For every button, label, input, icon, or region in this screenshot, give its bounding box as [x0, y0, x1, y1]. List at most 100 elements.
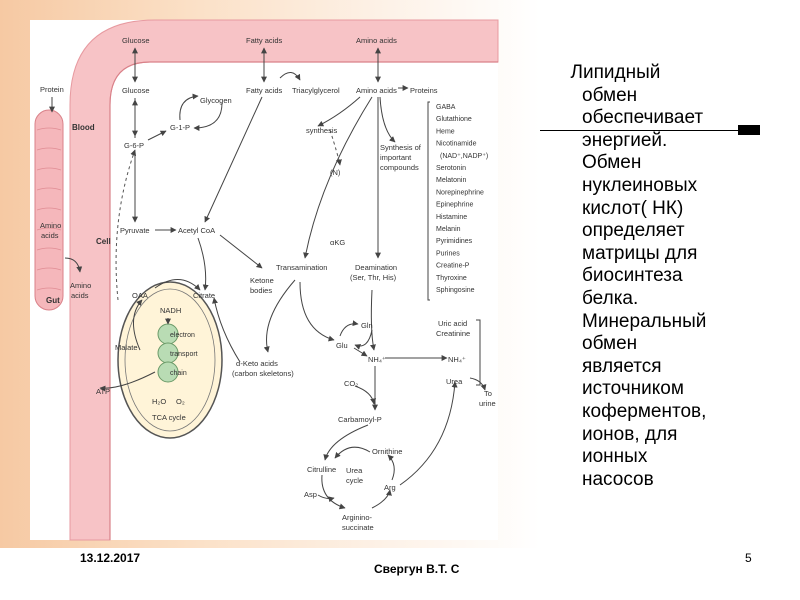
label-glucose-top: Glucose [122, 36, 150, 45]
label-creatinine: Creatinine [436, 329, 470, 338]
label-protein: Protein [40, 85, 64, 94]
compound-item: Epinephrine [436, 202, 473, 209]
compound-item: Thyroxine [436, 275, 467, 282]
metabolism-diagram: Protein Blood Amino acids Gut Amino acid… [34, 19, 499, 541]
side-text-line: является [582, 355, 662, 377]
label-urea-cycle-1: Urea [346, 466, 363, 475]
side-text-line: кислот( НК) [582, 197, 684, 219]
label-arginino-1: Arginino- [342, 513, 373, 522]
side-text-line: Липидный [560, 62, 661, 83]
label-arg: Arg [384, 483, 396, 492]
label-keto-2: (carbon skeletons) [232, 369, 294, 378]
label-o2: O₂ [176, 397, 185, 406]
label-glucose: Glucose [122, 86, 150, 95]
compound-item: Melanin [436, 226, 461, 233]
side-text-line: энергией. [582, 129, 668, 151]
label-amino-blood-2: acids [71, 291, 89, 300]
cell-membrane-line [109, 61, 498, 540]
label-uric-acid: Uric acid [438, 319, 467, 328]
compound-item: Creatine-P [436, 263, 470, 270]
label-fatty-top: Fatty acids [246, 36, 283, 45]
label-pyruvate: Pyruvate [120, 226, 150, 235]
label-tca: TCA cycle [152, 413, 186, 422]
compound-list: GABAGlutathioneHemeNicotinamide(NAD⁺,NAD… [436, 104, 488, 294]
pathway-arrows [49, 47, 487, 510]
label-cell: Cell [96, 237, 111, 246]
compound-bracket [427, 101, 430, 301]
compound-item: Sphingosine [436, 287, 475, 294]
compound-item: Norepinephrine [436, 189, 484, 196]
label-glu: Glu [336, 341, 348, 350]
label-amino-top: Amino acids [356, 36, 397, 45]
label-synth-important-1: Synthesis of [380, 143, 422, 152]
label-acetyl-coa: Acetyl CoA [178, 226, 215, 235]
label-nh4-1: NH₄⁺ [368, 355, 386, 364]
label-arginino-2: succinate [342, 523, 374, 532]
page-number: 5 [745, 551, 752, 565]
label-g6p: G-6-P [124, 141, 144, 150]
side-text-line: обмен [582, 84, 638, 106]
compound-item: Nicotinamide [436, 141, 477, 148]
compound-item: Pyrimidines [436, 238, 473, 245]
compound-item: Heme [436, 128, 455, 135]
label-citrulline: Citrulline [307, 465, 336, 474]
label-nadh: NADH [160, 306, 181, 315]
footer-author: Свергун В.Т. С [374, 562, 460, 576]
label-chain: chain [170, 370, 187, 377]
label-gln: Gln [361, 321, 373, 330]
label-to-urine-1: To [484, 389, 492, 398]
label-ornithine: Ornithine [372, 447, 402, 456]
label-malate: Malate [115, 343, 138, 352]
side-text-line: обмен [582, 333, 638, 355]
label-carbamoyl: Carbamoyl-P [338, 415, 382, 424]
side-text-line: источником [582, 378, 684, 400]
label-blood: Blood [72, 123, 95, 132]
label-deamination-2: (Ser, Thr, His) [350, 273, 397, 282]
etc-complex-3 [157, 361, 179, 383]
label-synth-important-3: compounds [380, 163, 419, 172]
label-nh4-2: NH₄⁺ [448, 355, 466, 364]
side-text-line: обеспечивает [582, 107, 704, 129]
side-text-line: матрицы для [582, 242, 698, 264]
compound-item: Glutathione [436, 116, 472, 123]
label-urea-cycle-2: cycle [346, 476, 363, 485]
label-g1p: G-1-P [170, 123, 190, 132]
side-text-line: белка. [582, 287, 639, 309]
dashed-pathways [115, 129, 342, 301]
side-text-line: Минеральный [582, 310, 707, 332]
side-text-line: нуклеиновых [582, 174, 698, 196]
side-text-line: коферментов, [582, 400, 707, 422]
label-synth-important-2: important [380, 153, 412, 162]
label-fatty: Fatty acids [246, 86, 283, 95]
label-amino-blood-1: Amino [70, 281, 91, 290]
side-text-line: ионов, для [582, 423, 678, 445]
label-h2o: H₂O [152, 397, 166, 406]
label-atp: ATP [96, 387, 110, 396]
compound-item: Serotonin [436, 165, 466, 172]
label-oaa: OAA [132, 291, 148, 300]
label-keto-1: α-Keto acids [236, 359, 278, 368]
compound-item: Melatonin [436, 177, 466, 184]
label-glycogen: Glycogen [200, 96, 232, 105]
underline-marker [738, 125, 760, 135]
side-text-line: Обмен [582, 152, 642, 174]
label-transport: transport [170, 351, 198, 358]
label-gut: Gut [46, 296, 60, 305]
side-text-line: ионных [582, 446, 648, 468]
urine-bracket [476, 319, 481, 386]
side-text-line: определяет [582, 220, 685, 242]
label-n: (N) [330, 168, 341, 177]
label-to-urine-2: urine [479, 399, 496, 408]
label-amino-gut-1: Amino [40, 221, 61, 230]
label-asp: Asp [304, 490, 317, 499]
label-amino: Amino acids [356, 86, 397, 95]
label-electron: electron [170, 332, 195, 339]
side-text-line: биосинтеза [582, 265, 683, 287]
label-urea: Urea [446, 377, 463, 386]
label-ketone-2: bodies [250, 286, 272, 295]
title-underline [540, 130, 760, 131]
label-deamination-1: Deamination [355, 263, 397, 272]
compound-item: Purines [436, 250, 460, 257]
side-text-line: насосов [582, 468, 654, 490]
